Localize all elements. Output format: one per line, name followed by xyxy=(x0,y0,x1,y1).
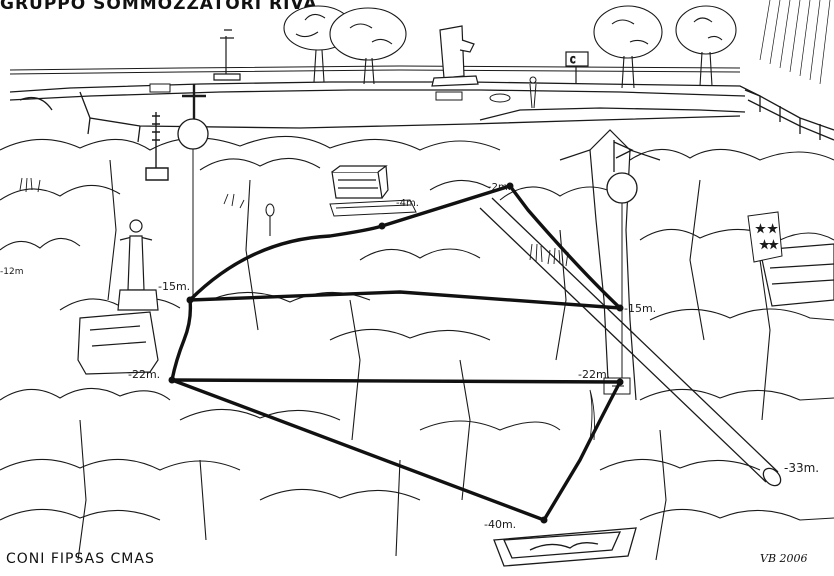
sunken-tray xyxy=(494,528,636,566)
waypoint-left-22m xyxy=(169,377,176,384)
rain-hatching xyxy=(760,0,830,84)
depth-label-12: -12m xyxy=(0,267,23,277)
rock-pillar-left xyxy=(78,312,158,374)
depth-label-right-15: -15m. xyxy=(624,302,656,315)
buoy-left xyxy=(178,119,208,300)
seaweed xyxy=(20,178,595,440)
depth-label-left-22: -22m. xyxy=(128,368,160,381)
svg-text:★★: ★★ xyxy=(760,240,778,251)
route-22m-line xyxy=(172,380,620,382)
starfish-panel: ★ ★ ★★ xyxy=(748,212,782,262)
depth-label-right-22: -22m. xyxy=(578,368,610,381)
shore-promenade xyxy=(10,82,834,142)
waypoint-40m xyxy=(541,517,548,524)
shore-trees xyxy=(284,6,736,88)
waypoint-4m xyxy=(379,223,386,230)
route-right-descent xyxy=(544,382,620,520)
shore-sign-text: C xyxy=(570,56,575,66)
route-diagonal xyxy=(172,380,544,520)
gorge xyxy=(560,130,660,400)
shore-monument xyxy=(432,26,478,86)
depth-label-2: -2m. xyxy=(488,182,511,193)
depth-label-4: -4m. xyxy=(396,198,419,209)
shore-pole xyxy=(214,30,240,80)
marker-buoy-small xyxy=(266,204,274,236)
shore-sign: C xyxy=(566,52,588,84)
depth-label-40: -40m. xyxy=(484,518,516,531)
sunken-box xyxy=(332,166,388,198)
waypoint-right-22m xyxy=(617,379,624,386)
depth-label-left-15: -15m. xyxy=(158,280,190,293)
organizations-footer: CONI FIPSAS CMAS xyxy=(6,551,155,567)
artist-signature: VB 2006 xyxy=(760,552,808,565)
railing xyxy=(10,66,740,74)
statue xyxy=(118,220,158,310)
route-waypoints xyxy=(169,183,624,524)
route-left-descent xyxy=(172,300,190,380)
waypoint-left-15m xyxy=(187,297,194,304)
depth-label-33: -33m. xyxy=(784,461,819,475)
waypoint-right-15m xyxy=(617,305,624,312)
svg-text:★ ★: ★ ★ xyxy=(756,224,777,235)
